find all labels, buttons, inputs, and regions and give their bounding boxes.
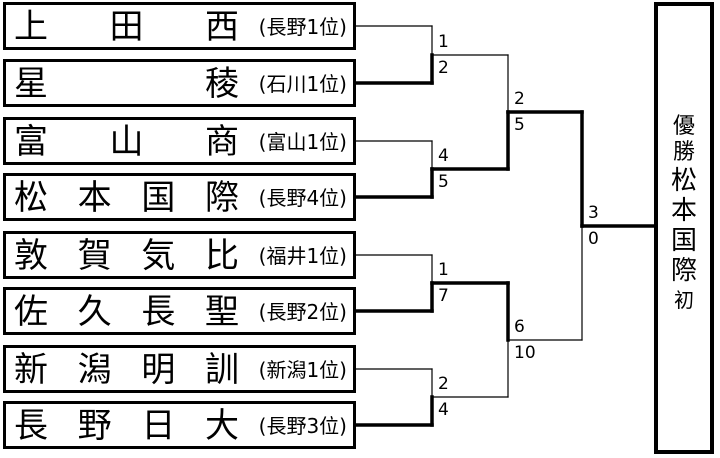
team-name-char: 明	[141, 350, 176, 390]
champion-note: 初	[674, 288, 694, 312]
team-name-char: 佐	[14, 292, 48, 332]
champion-name-char: 際	[670, 256, 697, 286]
team-prefecture: (富山1位)	[258, 130, 347, 154]
team-name-char: 聖	[204, 292, 239, 332]
champion-name: 松 本 国 際	[671, 166, 697, 286]
score-bottom: 10	[514, 343, 536, 363]
team-name: 敦賀気比	[14, 235, 239, 277]
team-name: 佐久長聖	[14, 291, 239, 333]
team-row: 星稜(石川1位)	[3, 59, 356, 107]
team-name-char: 本	[77, 178, 112, 218]
team-prefecture: (長野2位)	[258, 300, 347, 324]
team-prefecture: (長野4位)	[258, 186, 347, 210]
team-name-char: 星	[14, 64, 48, 104]
score-top: 4	[438, 146, 449, 166]
team-row: 松本国際 (長野4位)	[3, 173, 356, 221]
team-name-char: 西	[205, 7, 239, 47]
score-bottom: 2	[438, 58, 449, 78]
champion-box: 優 勝 松 本 国 際 初	[654, 2, 714, 454]
team-prefecture: (長野3位)	[258, 414, 347, 438]
team-name-char: 商	[205, 122, 239, 162]
team-name-char: 稜	[205, 64, 239, 104]
team-name-char: 潟	[77, 350, 112, 390]
team-name-char: 日	[141, 406, 176, 446]
team-name-char: 山	[109, 122, 144, 162]
team-row: 長野日大 (長野3位)	[3, 401, 356, 449]
team-name-char: 長	[141, 292, 176, 332]
team-name-char: 訓	[204, 350, 239, 390]
score-bottom: 4	[438, 400, 449, 420]
team-name-char: 敦	[14, 236, 48, 276]
team-name: 新潟明訓	[14, 349, 239, 391]
team-name-char: 賀	[77, 236, 112, 276]
team-prefecture: (福井1位)	[258, 244, 347, 268]
team-row: 富 山 商 (富山1位)	[3, 117, 356, 165]
score-top: 2	[514, 89, 525, 109]
team-name-char: 際	[204, 178, 239, 218]
team-row: 新潟明訓 (新潟1位)	[3, 345, 356, 393]
champion-name-char: 国	[670, 226, 697, 256]
score-top: 2	[438, 374, 449, 394]
champion-name-char: 松	[670, 166, 697, 196]
team-row: 上 田 西 (長野1位)	[3, 2, 356, 50]
team-name: 長野日大	[14, 405, 239, 447]
team-name: 上田西	[14, 6, 239, 48]
team-prefecture: (石川1位)	[258, 72, 347, 96]
champion-label: 優 勝	[673, 114, 695, 166]
team-name: 松本国際	[14, 177, 239, 219]
team-name-char: 国	[141, 178, 176, 218]
score-top: 3	[588, 203, 599, 223]
team-row: 佐久長聖 (長野2位)	[3, 287, 356, 335]
champion-label-char: 優	[672, 114, 695, 139]
score-top: 1	[438, 260, 449, 280]
score-bottom: 5	[514, 115, 525, 135]
team-prefecture: (新潟1位)	[258, 358, 347, 382]
team-name-char: 長	[14, 406, 48, 446]
score-bottom: 5	[438, 172, 449, 192]
team-prefecture: (長野1位)	[258, 15, 347, 39]
champion-label-char: 勝	[672, 140, 695, 165]
team-name-char: 久	[77, 292, 112, 332]
team-name-char: 新	[14, 350, 48, 390]
team-name: 富山商	[14, 121, 239, 163]
team-name-char: 野	[77, 406, 112, 446]
score-bottom: 7	[438, 286, 449, 306]
team-name-char: 松	[14, 178, 48, 218]
score-bottom: 0	[588, 229, 599, 249]
team-name: 星稜	[14, 63, 239, 105]
champion-name-char: 本	[670, 196, 697, 226]
team-name-char: 気	[141, 236, 176, 276]
team-name-char: 上	[14, 7, 48, 47]
team-name-char: 大	[204, 406, 239, 446]
team-name-char: 田	[109, 7, 144, 47]
team-row: 敦賀気比 (福井1位)	[3, 231, 356, 279]
score-top: 1	[438, 32, 449, 52]
team-name-char: 富	[14, 122, 48, 162]
score-top: 6	[514, 317, 525, 337]
team-name-char: 比	[204, 236, 239, 276]
